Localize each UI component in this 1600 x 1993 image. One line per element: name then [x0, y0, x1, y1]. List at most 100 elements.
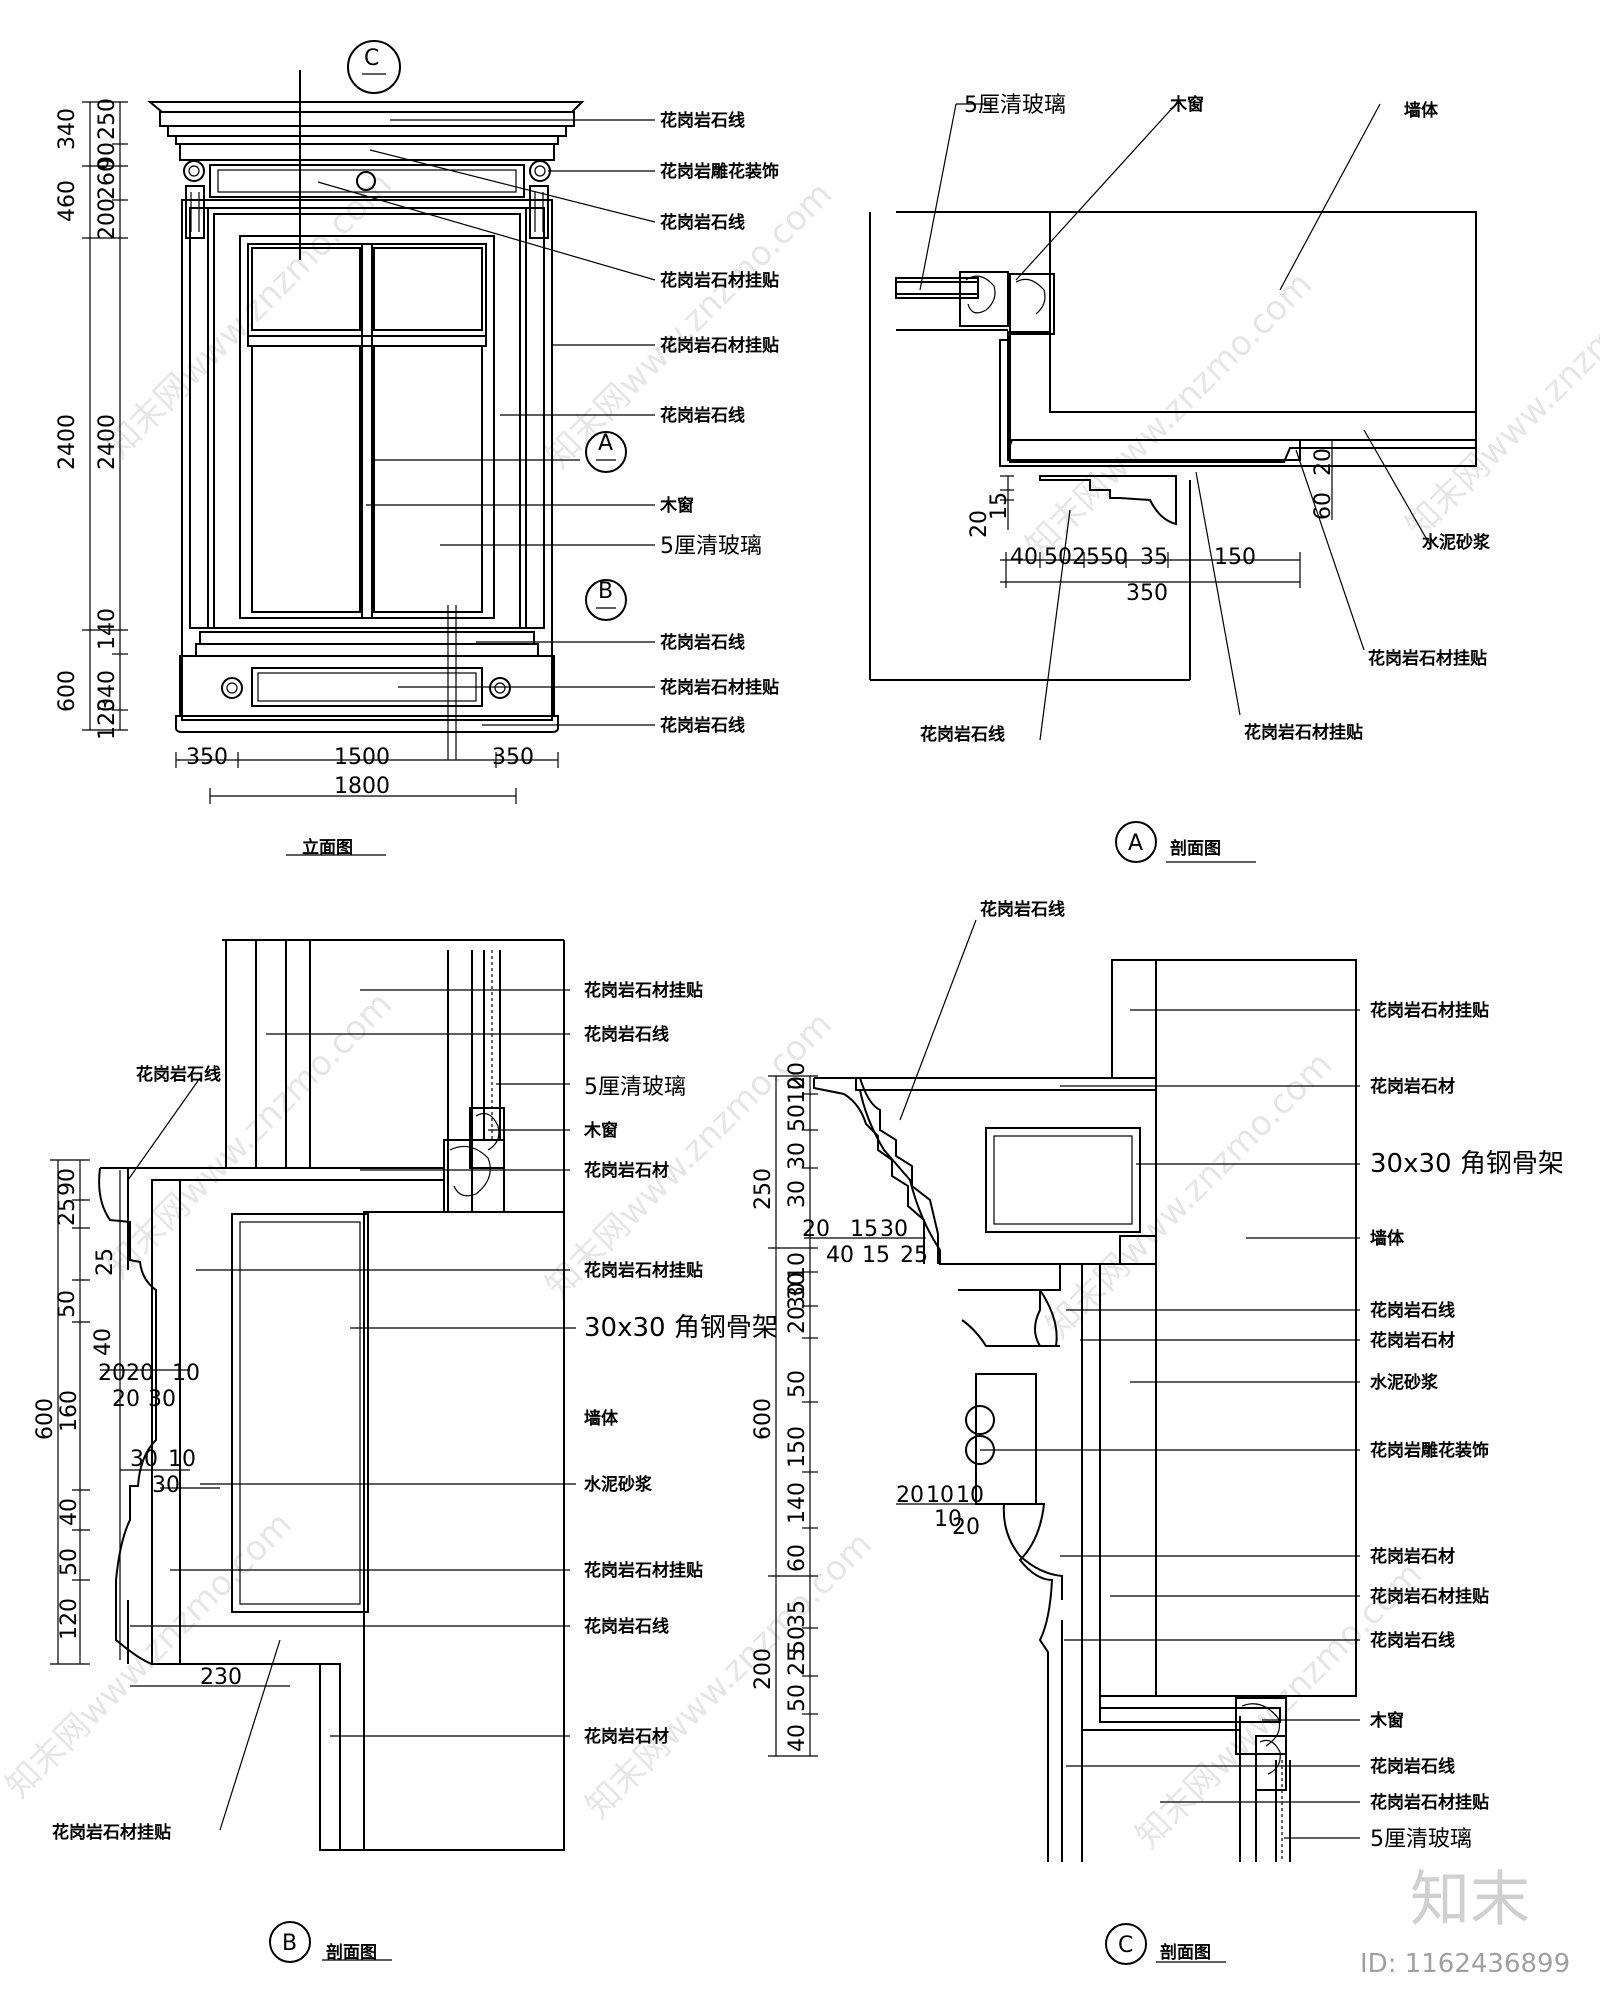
dimension-label: 90 [55, 1168, 80, 1196]
material-label: 花岗岩石线 [1370, 1756, 1455, 1777]
callout-marker: B [598, 579, 613, 604]
material-label: 花岗岩石线 [660, 110, 745, 131]
watermark-text: 知末网www.znzmo.com [0, 1504, 300, 1806]
dimension-label: 15 [850, 1217, 878, 1242]
dimension-label: 30 [152, 1473, 180, 1498]
dimension-label: 600 [751, 1398, 776, 1440]
section-c-drawing [768, 919, 1360, 1965]
dimension-label: 10 [785, 1252, 810, 1280]
dimension-label: 30 [785, 1180, 810, 1208]
material-label: 花岗岩石材挂贴 [1370, 1000, 1489, 1021]
drawing-title: 剖面图 [1160, 1942, 1211, 1963]
material-label: 花岗岩石材挂贴 [584, 1260, 703, 1281]
dimension-label: 30 [785, 1282, 810, 1310]
dimension-label: 140 [785, 1482, 810, 1524]
material-label: 30x30 角钢骨架 [1370, 1149, 1564, 1179]
watermark-text: 知末网www.znzmo.com [98, 164, 400, 466]
material-label: 5厘清玻璃 [964, 93, 1066, 118]
dimension-label: 350 [1126, 581, 1168, 606]
material-label: 木窗 [659, 495, 694, 516]
dimension-label: 1800 [334, 774, 390, 799]
dimension-label: 600 [55, 670, 80, 712]
logo-text: 知末 [1410, 1865, 1530, 1935]
dimension-label: 50 [55, 1290, 80, 1318]
dimension-label: 25 [93, 1248, 118, 1276]
material-label: 花岗岩石材挂贴 [52, 1822, 171, 1843]
dimension-label: 25 [785, 1648, 810, 1676]
dimension-label: 30 [785, 1272, 810, 1300]
dimension-label: 50 [1100, 545, 1128, 570]
dimension-label: 350 [492, 745, 534, 770]
material-label: 木窗 [583, 1120, 618, 1141]
material-label: 水泥砂浆 [584, 1474, 653, 1495]
material-label: 花岗岩石材挂贴 [660, 677, 779, 698]
dimension-label: 340 [55, 108, 80, 150]
dimension-label: 50 [785, 1684, 810, 1712]
dimension-label: 20 [1311, 448, 1336, 476]
dimension-label: 350 [186, 745, 228, 770]
callout-marker: B [282, 1931, 297, 1956]
dimension-label: 10 [956, 1483, 984, 1508]
material-label: 花岗岩石材挂贴 [1370, 1792, 1489, 1813]
dimension-label: 30 [880, 1217, 908, 1242]
dimension-label: 200 [95, 198, 120, 240]
dimension-label: 30 [148, 1387, 176, 1412]
dimension-label: 10 [926, 1483, 954, 1508]
dimension-label: 120 [95, 698, 120, 740]
dimension-label: 90 [95, 142, 120, 170]
dimension-label: 25 [900, 1243, 928, 1268]
section-a-drawing [869, 103, 1477, 863]
dimension-label: 60 [1311, 492, 1336, 520]
dimension-label: 250 [751, 1168, 776, 1210]
dimension-label: 40 [826, 1243, 854, 1268]
dimension-label: 250 [95, 98, 120, 140]
material-label: 花岗岩石材 [1370, 1546, 1455, 1567]
dimension-label: 50 [785, 1626, 810, 1654]
material-label: 花岗岩石线 [980, 899, 1065, 920]
material-label: 水泥砂浆 [1370, 1372, 1439, 1393]
dimension-label: 20 [112, 1387, 140, 1412]
dimension-label: 15 [987, 492, 1012, 520]
material-label: 花岗岩石材挂贴 [660, 335, 779, 356]
dimension-label: 460 [55, 180, 80, 222]
dimension-label: 20 [785, 1062, 810, 1090]
callout-marker: A [1128, 831, 1143, 856]
material-label: 花岗岩石线 [920, 724, 1005, 745]
material-label: 花岗岩石材 [584, 1726, 669, 1747]
dimension-label: 10 [172, 1361, 200, 1386]
material-label: 花岗岩石材挂贴 [584, 980, 703, 1001]
dimension-label: 150 [1214, 545, 1256, 570]
material-label: 水泥砂浆 [1422, 532, 1491, 553]
dimension-label: 10 [934, 1507, 962, 1532]
dimension-label: 40 [1010, 545, 1038, 570]
dimension-label: 50 [785, 1104, 810, 1132]
material-label: 花岗岩石材 [1370, 1330, 1455, 1351]
material-label: 30x30 角钢骨架 [584, 1313, 778, 1343]
dimension-label: 50 [1044, 545, 1072, 570]
material-label: 花岗岩石线 [660, 405, 745, 426]
dimension-label: 40 [785, 1724, 810, 1752]
material-label: 花岗岩石线 [1370, 1300, 1455, 1321]
dimension-label: 140 [95, 608, 120, 650]
dimension-label: 10 [168, 1447, 196, 1472]
material-label: 5厘清玻璃 [660, 534, 762, 559]
dimension-label: 20 [126, 1361, 154, 1386]
material-label: 花岗岩石线 [584, 1024, 669, 1045]
material-label: 花岗岩雕花装饰 [1370, 1440, 1489, 1461]
callout-marker: A [598, 431, 613, 456]
section-b-drawing [50, 939, 576, 1963]
dimension-label: 340 [95, 670, 120, 712]
dimension-label: 2400 [55, 414, 80, 470]
material-label: 花岗岩石材 [584, 1160, 669, 1181]
material-label: 墙体 [584, 1408, 619, 1429]
material-label: 花岗岩石线 [136, 1064, 221, 1085]
watermark-text: 知末网www.znzmo.com [98, 984, 400, 1286]
callout-marker: C [364, 46, 379, 71]
dimension-label: 230 [200, 1665, 242, 1690]
dimension-label: 35 [1140, 545, 1168, 570]
dimension-label: 20 [98, 1361, 126, 1386]
material-label: 5厘清玻璃 [1370, 1827, 1472, 1852]
dimension-label: 40 [57, 1498, 82, 1526]
dimension-label: 20 [952, 1515, 980, 1540]
